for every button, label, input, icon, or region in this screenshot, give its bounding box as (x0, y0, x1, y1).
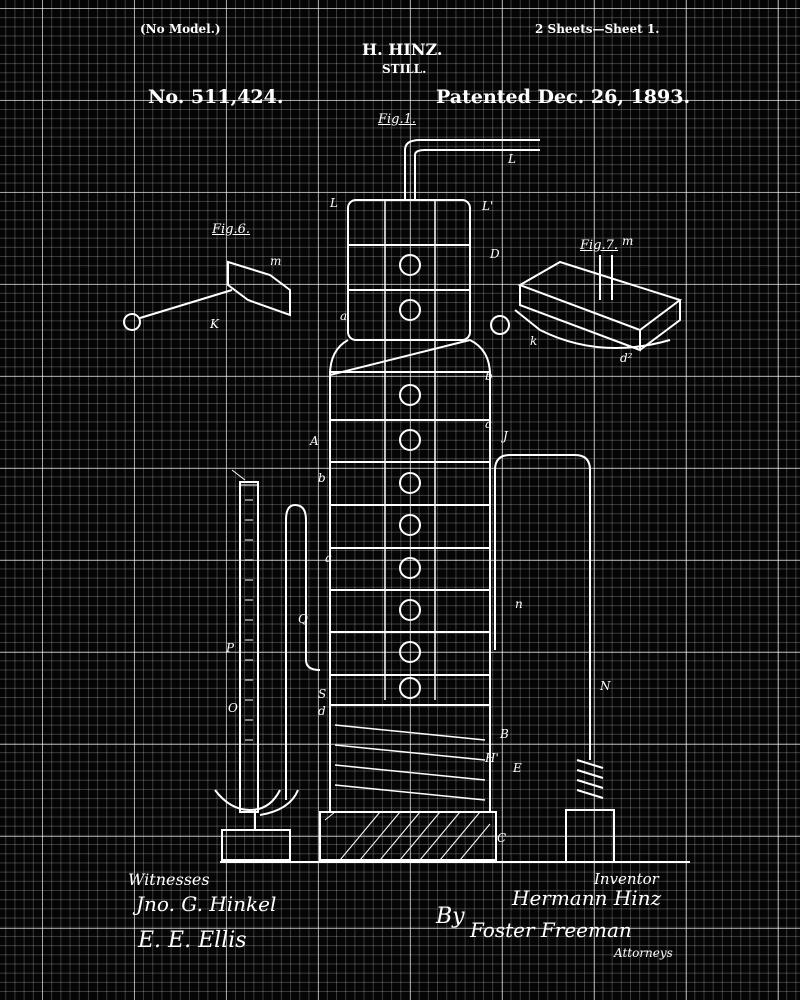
column-trays (330, 200, 490, 706)
manometer (214, 469, 321, 861)
svg-text:O: O (228, 701, 238, 715)
furnace-base (319, 811, 497, 861)
fig7-label: Fig.7. (580, 238, 619, 253)
attorneys-label: Attorneys (614, 946, 673, 960)
svg-text:J: J (500, 429, 509, 443)
bubble-caps (399, 254, 421, 699)
svg-text:d: d (318, 704, 326, 718)
fig7-drawing (490, 255, 683, 352)
svg-text:a: a (325, 551, 332, 565)
witness-signature-1: Jno. G. Hinkel (136, 892, 277, 916)
inventor-heading: H. HINZ. (362, 40, 443, 59)
svg-text:m: m (270, 254, 281, 268)
svg-text:d²: d² (620, 351, 633, 365)
fig6-drawing (123, 260, 291, 331)
svg-text:P: P (225, 641, 235, 655)
siphon-tube (494, 454, 615, 863)
svg-text:N: N (599, 679, 611, 693)
sheet-count: 2 Sheets—Sheet 1. (535, 22, 660, 36)
outlet-pipe (404, 139, 540, 200)
svg-text:E: E (512, 761, 522, 775)
svg-text:A: A (309, 434, 319, 448)
inventor-label: Inventor (594, 870, 659, 888)
upper-column (347, 199, 471, 341)
main-column (329, 371, 491, 813)
heating-coil (334, 724, 486, 801)
svg-text:a: a (485, 417, 492, 431)
svg-text:S: S (318, 687, 326, 701)
witness-signature-2: E. E. Ellis (138, 928, 247, 953)
attorney-signature: Foster Freeman (470, 918, 632, 942)
svg-text:K: K (209, 317, 220, 331)
svg-text:b: b (318, 471, 326, 485)
svg-text:B: B (499, 727, 509, 741)
patent-date: Patented Dec. 26, 1893. (436, 86, 691, 108)
svg-text:L: L (507, 152, 516, 166)
svg-text:H': H' (484, 751, 499, 765)
fig6-label: Fig.6. (212, 222, 251, 237)
witnesses-label: Witnesses (128, 870, 210, 889)
svg-text:a: a (340, 309, 347, 323)
svg-text:m: m (622, 234, 633, 248)
svg-text:L': L' (481, 199, 493, 213)
svg-text:Q: Q (298, 612, 308, 626)
model-note: (No Model.) (140, 22, 221, 36)
svg-text:D: D (489, 247, 500, 261)
fig1-label: Fig.1. (378, 112, 417, 127)
svg-text:b: b (485, 369, 493, 383)
patent-number: No. 511,424. (148, 86, 284, 108)
by-label: By (436, 904, 465, 929)
svg-text:L: L (329, 196, 338, 210)
inventor-signature: Hermann Hinz (512, 886, 662, 910)
patent-title: STILL. (382, 62, 427, 76)
svg-text:k: k (530, 334, 537, 348)
svg-text:n: n (515, 597, 523, 611)
svg-text:C: C (497, 831, 506, 845)
